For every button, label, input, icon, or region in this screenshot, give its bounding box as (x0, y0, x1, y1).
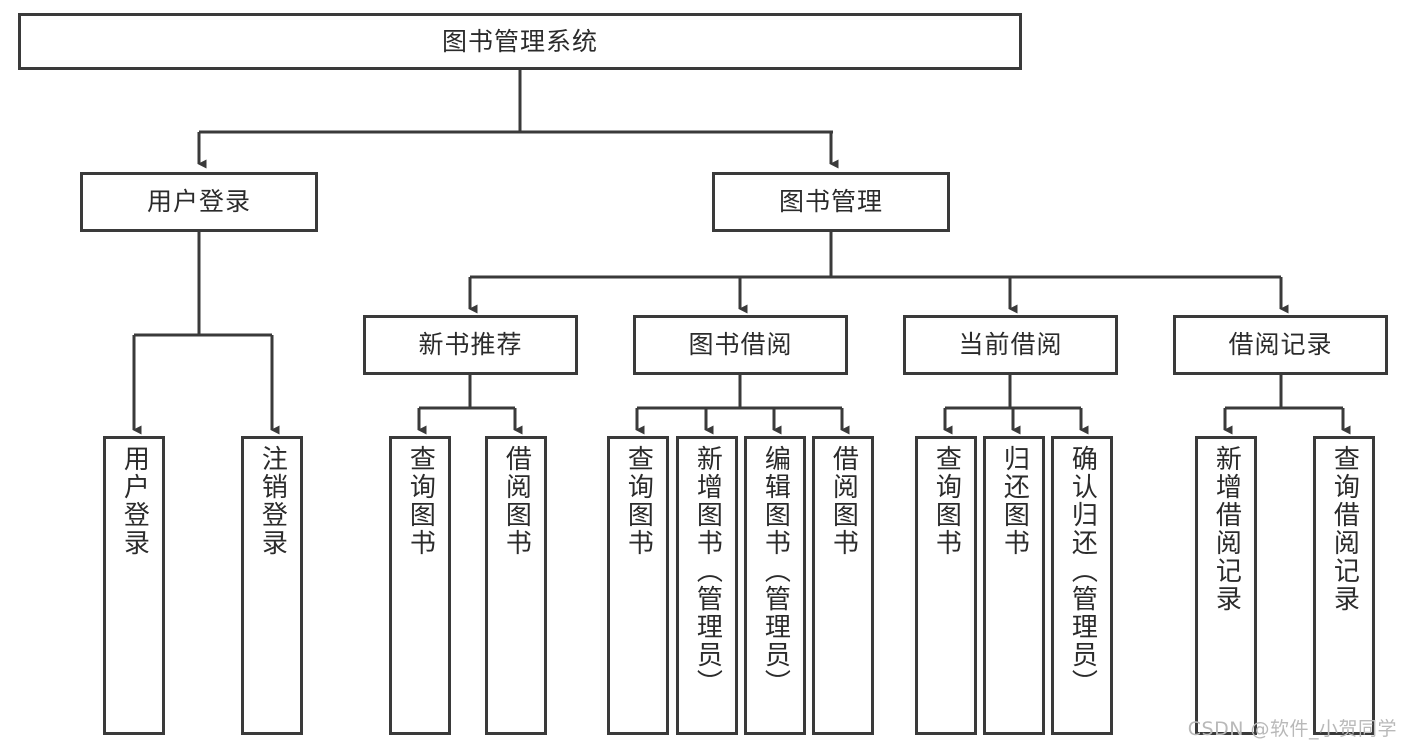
leaf-new-book-borrow[interactable]: 借阅图书 (485, 436, 547, 735)
node-label: 新增图书（管理员） (692, 445, 723, 697)
node-label: 借阅图书 (828, 445, 859, 557)
node-label: 当前借阅 (958, 330, 1063, 359)
node-borrow-record[interactable]: 借阅记录 (1173, 315, 1388, 375)
node-book-management[interactable]: 图书管理 (712, 172, 950, 232)
leaf-book-borrow-borrow[interactable]: 借阅图书 (812, 436, 874, 735)
node-label: 借阅图书 (501, 445, 532, 557)
node-current-borrow[interactable]: 当前借阅 (903, 315, 1118, 375)
node-label: 注销登录 (257, 445, 288, 557)
node-label: 图书管理 (778, 187, 883, 216)
leaf-borrow-record-query[interactable]: 查询借阅记录 (1313, 436, 1375, 735)
node-label: 借阅记录 (1228, 330, 1333, 359)
node-book-borrow[interactable]: 图书借阅 (633, 315, 848, 375)
leaf-current-borrow-return[interactable]: 归还图书 (983, 436, 1045, 735)
leaf-book-borrow-edit[interactable]: 编辑图书（管理员） (744, 436, 806, 735)
node-root-book-management-system[interactable]: 图书管理系统 (18, 13, 1022, 70)
leaf-user-login-logout[interactable]: 注销登录 (241, 436, 303, 735)
leaf-user-login-login[interactable]: 用户登录 (103, 436, 165, 735)
leaf-current-borrow-confirm-return[interactable]: 确认归还（管理员） (1051, 436, 1113, 735)
node-label: 查询图书 (931, 445, 962, 557)
node-label: 确认归还（管理员） (1067, 445, 1098, 697)
node-label: 查询图书 (405, 445, 436, 557)
node-label: 归还图书 (999, 445, 1030, 557)
node-label: 图书管理系统 (441, 26, 598, 56)
node-label: 查询借阅记录 (1329, 445, 1360, 613)
node-label: 编辑图书（管理员） (760, 445, 791, 697)
node-new-book-recommend[interactable]: 新书推荐 (363, 315, 578, 375)
node-label: 新增借阅记录 (1211, 445, 1242, 613)
leaf-book-borrow-query[interactable]: 查询图书 (607, 436, 669, 735)
node-label: 用户登录 (119, 445, 150, 557)
node-label: 图书借阅 (688, 330, 793, 359)
leaf-current-borrow-query[interactable]: 查询图书 (915, 436, 977, 735)
leaf-book-borrow-add[interactable]: 新增图书（管理员） (676, 436, 738, 735)
node-label: 查询图书 (623, 445, 654, 557)
watermark-text: CSDN @软件_小贺同学 (1187, 718, 1397, 740)
node-label: 新书推荐 (418, 330, 523, 359)
node-user-login[interactable]: 用户登录 (80, 172, 318, 232)
leaf-new-book-query[interactable]: 查询图书 (389, 436, 451, 735)
leaf-borrow-record-add[interactable]: 新增借阅记录 (1195, 436, 1257, 735)
node-label: 用户登录 (146, 187, 251, 216)
